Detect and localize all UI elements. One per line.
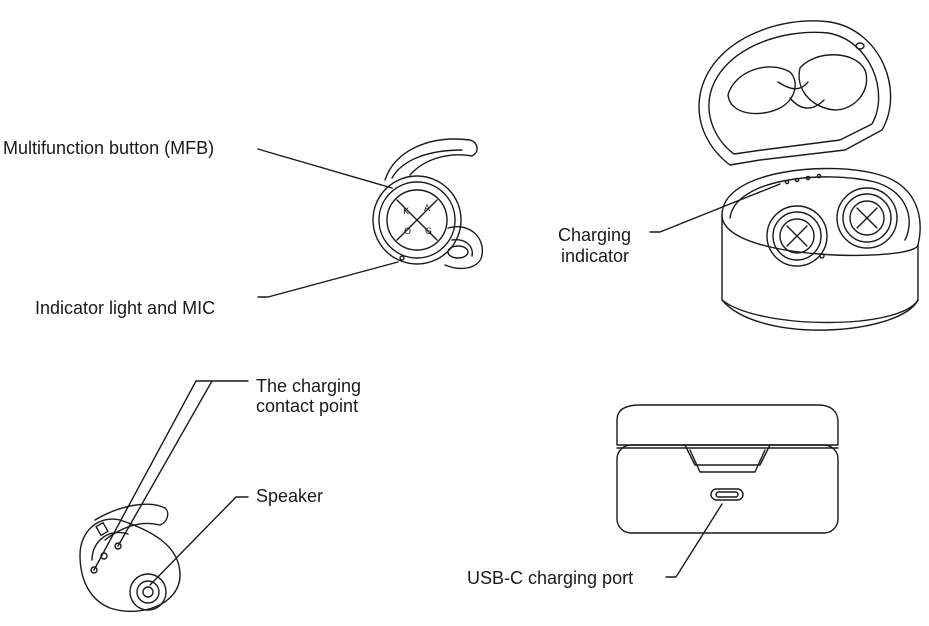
charging-contact-label-line1: The charging [256,376,362,396]
earbud-front-illustration: K A O G [372,138,484,270]
svg-text:K: K [403,207,410,217]
open-case-illustration [698,20,921,331]
usb-c-label: USB-C charging port [467,568,634,588]
indicator-mic-label: Indicator light and MIC [35,298,216,318]
usb-c-leader-line [665,503,723,578]
earbud-back-illustration [79,503,181,612]
charging-contact-leader-line-b [93,380,213,571]
svg-text:G: G [425,227,432,237]
svg-text:O: O [404,227,411,237]
svg-text:A: A [424,204,431,214]
charging-indicator-label-line2: indicator [561,246,630,266]
closed-case-illustration [616,404,839,534]
mfb-label: Multifunction button (MFB) [3,138,215,158]
speaker-label: Speaker [256,486,324,506]
mfb-leader-line [257,148,393,189]
charging-indicator-leader-line [649,183,781,233]
charging-indicator-label-line1: Charging [558,225,632,245]
charging-contact-label-line2: contact point [256,396,359,416]
speaker-leader-line [149,496,249,586]
indicator-mic-leader-line [257,261,399,298]
